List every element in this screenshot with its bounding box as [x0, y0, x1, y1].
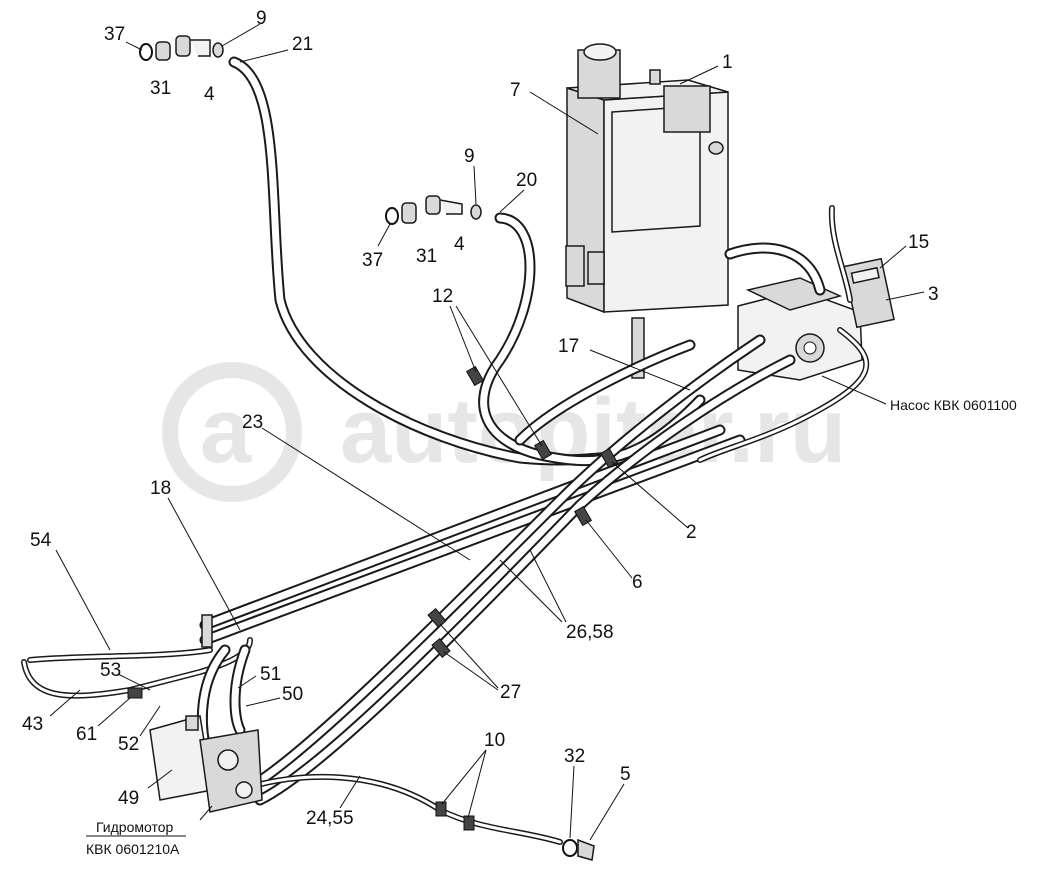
valve-block-section	[850, 266, 880, 284]
fitting-set-top	[139, 35, 224, 61]
adapter-31-top	[155, 41, 171, 61]
watermark-logo: a	[200, 380, 252, 482]
callouts: 1 7 9 21 37 31 4 9 20 37 31 4 15 3 12 17…	[22, 8, 939, 829]
callout-15: 15	[908, 232, 929, 253]
callout-23: 23	[242, 412, 263, 433]
callout-26-58: 26,58	[566, 622, 614, 643]
plug-5	[577, 838, 595, 861]
fitting-set-mid	[385, 195, 482, 225]
nut-top	[175, 35, 191, 57]
clamp-27a	[427, 607, 447, 629]
callout-10: 10	[484, 730, 505, 751]
tank-outlet-pipe	[565, 245, 585, 287]
elbow-4-mid	[439, 199, 463, 215]
nut-mid	[425, 195, 441, 215]
line-bracket	[201, 614, 213, 648]
callout-27: 27	[500, 682, 521, 703]
clamp-9-mid	[470, 204, 482, 220]
tank-breather	[649, 69, 661, 85]
motor-port-b	[235, 781, 253, 799]
callout-18: 18	[150, 478, 171, 499]
callout-12: 12	[432, 286, 453, 307]
clamp-9-top	[212, 42, 224, 58]
callout-21: 21	[292, 34, 313, 55]
callout-31-mid: 31	[416, 246, 437, 267]
callout-54: 54	[30, 530, 52, 551]
callout-20: 20	[516, 170, 537, 191]
callout-5: 5	[620, 764, 631, 785]
motor-caption-line2: КВК 0601210А	[86, 841, 180, 857]
clamp-12a	[465, 365, 485, 387]
adapter-31-mid	[401, 202, 417, 224]
elbow-4-top	[190, 39, 211, 57]
callout-31-top: 31	[150, 78, 171, 99]
callout-51: 51	[260, 664, 281, 685]
watermark-circle	[162, 362, 302, 502]
clamp-12b	[533, 439, 553, 461]
callout-53: 53	[100, 660, 121, 681]
pump-shaft	[803, 341, 817, 355]
motor-caption-line1: Гидромотор	[96, 819, 174, 835]
callout-7: 7	[510, 80, 521, 101]
callout-37-top: 37	[104, 24, 125, 45]
tank-filter-plate	[663, 85, 711, 133]
callout-4-mid: 4	[454, 234, 465, 255]
callout-9-top: 9	[256, 8, 267, 29]
tank-outlet-pipe-2	[587, 251, 605, 285]
callout-61: 61	[76, 724, 97, 745]
callout-43: 43	[22, 714, 43, 735]
pump-caption: Насос КВК 0601100	[890, 397, 1017, 413]
seal-32	[562, 839, 578, 857]
hydraulic-motor	[149, 715, 263, 813]
leader-lines	[49, 23, 925, 841]
clamp-10a	[435, 801, 447, 817]
o-ring-37-mid	[385, 207, 399, 225]
motor-valve-head	[199, 729, 263, 813]
clamp-10b	[463, 815, 475, 831]
o-ring-37-top	[139, 43, 153, 61]
callout-4-top: 4	[204, 84, 215, 105]
tank-plug	[708, 141, 724, 155]
motor-port-a	[217, 749, 239, 771]
motor-fitting	[185, 715, 199, 731]
callout-3: 3	[928, 284, 939, 305]
callout-6: 6	[632, 572, 643, 593]
tank-filler-top	[583, 43, 617, 61]
callout-37-mid: 37	[362, 250, 383, 271]
callout-2: 2	[686, 522, 697, 543]
callout-24-55: 24,55	[306, 808, 354, 829]
callout-32: 32	[564, 746, 585, 767]
callout-49: 49	[118, 788, 139, 809]
hydraulic-tank	[565, 43, 729, 379]
callout-9-mid: 9	[464, 146, 475, 167]
callout-50: 50	[282, 684, 303, 705]
callout-1: 1	[722, 52, 733, 73]
callout-52: 52	[118, 734, 139, 755]
callout-17: 17	[558, 336, 579, 357]
fitting-61	[127, 687, 143, 699]
